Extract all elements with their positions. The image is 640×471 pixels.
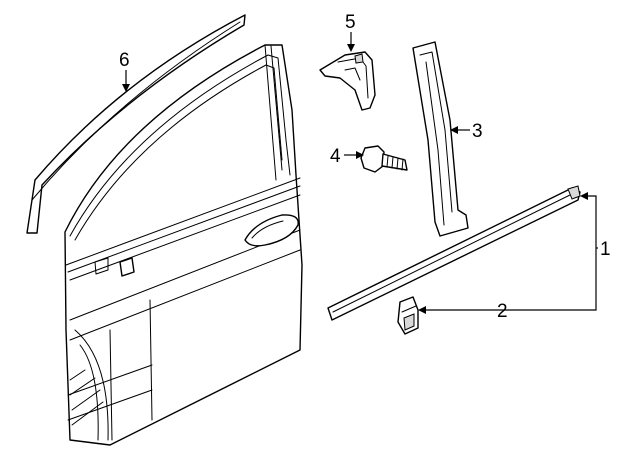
- callout-2[interactable]: 2: [418, 301, 508, 322]
- callout-4-label: 4: [330, 146, 341, 167]
- part-1-door-molding[interactable]: [327, 185, 581, 321]
- part-3-pillar-garnish[interactable]: [412, 41, 469, 237]
- callout-6-label: 6: [119, 50, 130, 71]
- callout-1-label: 1: [600, 239, 611, 260]
- part-5-bracket[interactable]: [319, 51, 376, 111]
- callout-2-label: 2: [497, 301, 508, 322]
- callout-4[interactable]: 4: [330, 146, 364, 167]
- part-4-bolt[interactable]: [360, 145, 408, 173]
- callout-3[interactable]: 3: [450, 121, 483, 142]
- callout-3-label: 3: [472, 121, 483, 142]
- callout-1[interactable]: 1: [424, 192, 611, 311]
- callout-6[interactable]: 6: [119, 50, 130, 92]
- callout-5[interactable]: 5: [345, 12, 356, 52]
- part-6-window-molding[interactable]: [26, 14, 246, 234]
- callout-5-label: 5: [345, 12, 356, 33]
- part-2-clip[interactable]: [397, 296, 419, 335]
- front-door-shell[interactable]: [64, 44, 303, 446]
